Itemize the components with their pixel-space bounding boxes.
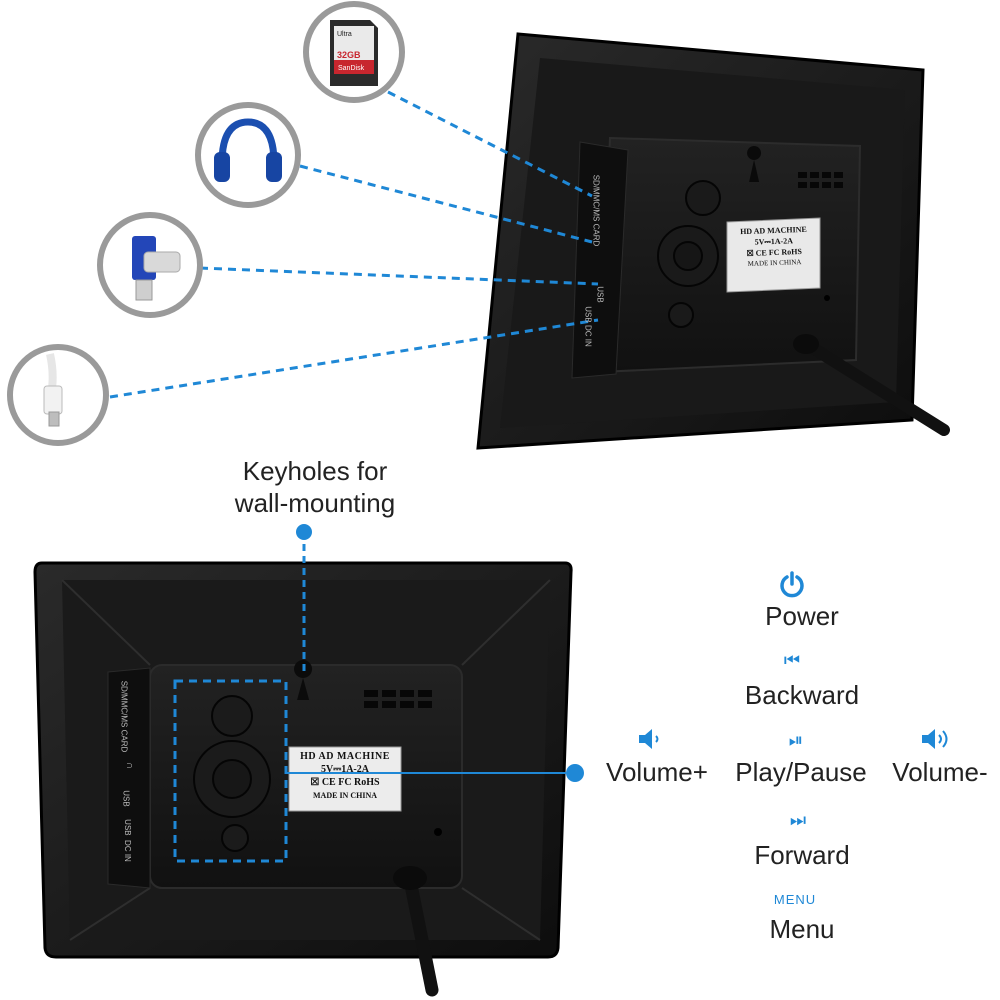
bottom-port-label-audio: ∩ [124,761,136,770]
top-photo-frame [476,32,950,450]
sd-card-brand-text: SanDisk [338,65,365,72]
bottom-sticker-title: HD AD MACHINE [300,751,390,762]
top-sticker [726,217,821,293]
bottom-port-label-usb: USB [121,790,131,807]
top-port-label-usb: USB [595,286,605,303]
sd-card-icon: Ultra 32GB SanDisk [330,20,378,86]
menu-label: Menu [769,914,835,944]
top-menu-button [668,302,694,328]
bottom-menu-button [221,824,249,852]
dc-cable-circle [7,344,109,446]
bottom-sticker-text: HD AD MACHINE 5V⎓1A-2A ☒ CE FC RoHS MADE… [291,750,399,802]
volume-minus-label: Volume- [892,757,988,787]
sd-card-circle: Ultra 32GB SanDisk [303,1,405,103]
top-stand [802,339,950,436]
forward-label: Forward [754,840,850,870]
bottom-sticker-marks: ☒ CE FC RoHS [310,777,380,788]
bottom-port-label-dcin: USB DC IN [122,819,132,862]
controls-callout-dot [566,764,584,782]
headphones-circle [195,102,301,208]
usb-drive-icon [132,236,181,301]
power-icon [780,571,804,598]
keyhole-callout-dot [296,524,312,540]
menu-icon: MENU [773,892,817,907]
volume-plus-label: Volume+ [606,757,708,787]
top-keyhole [747,146,762,182]
sd-card-capacity-text: 32GB [337,50,361,60]
bottom-sticker-made: MADE IN CHINA [313,791,377,800]
bottom-stand [403,873,439,997]
top-power-button [685,180,721,216]
play-pause-label: Play/Pause [735,757,867,787]
bottom-photo-frame [33,561,573,997]
top-port-label-sd: SD/MMC/MS CARD [591,174,601,247]
speaker-high-icon [922,729,948,749]
top-vents [798,172,843,188]
play-pause-icon: ⏯ [788,730,804,751]
dc-cable-icon [43,353,63,427]
bottom-keyhole [294,660,313,700]
port-callout-lines [109,90,599,863]
sd-card-line-text: Ultra [337,31,352,38]
skip-backward-icon: ⏮ [783,650,801,671]
usb-drive-circle [97,212,203,318]
bottom-vents [364,690,432,708]
bottom-power-button [211,695,253,737]
power-label: Power [765,601,839,631]
headphones-icon [214,118,282,182]
top-sticker-text: HD AD MACHINE 5V⎓1A-2A ☒ CE FC RoHS MADE… [729,223,818,270]
top-port-label-dcin: USB DC IN [583,306,593,347]
bottom-sticker-power: 5V⎓1A-2A [321,764,369,775]
bottom-port-label-sd: SD/MMC/MS CARD [119,680,129,753]
speaker-low-icon [639,729,659,749]
keyholes-callout-label: Keyholes for wall-mounting [234,456,396,518]
backward-label: Backward [744,680,860,710]
skip-forward-icon: ⏭ [789,810,807,831]
bottom-sticker [288,746,402,812]
